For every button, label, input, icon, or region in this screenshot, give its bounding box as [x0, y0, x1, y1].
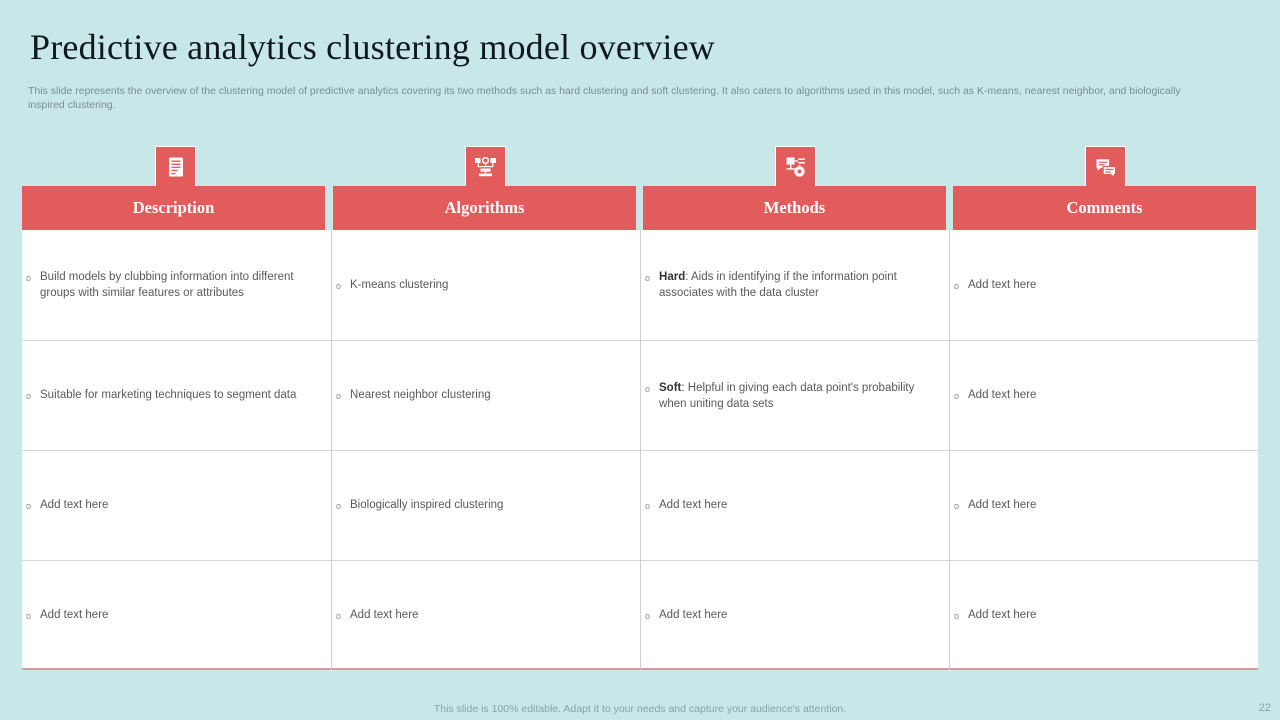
cell-text: Add text here: [40, 499, 109, 511]
cell-methods[interactable]: o Add text here: [640, 561, 949, 670]
cell-algorithms[interactable]: o Nearest neighbor clustering: [331, 341, 640, 450]
bullet-icon: o: [336, 611, 342, 621]
table-row: o Add text here o Biologically inspired …: [22, 450, 1258, 560]
cell-description[interactable]: o Suitable for marketing techniques to s…: [22, 341, 331, 450]
cell-comments[interactable]: o Add text here: [949, 451, 1257, 560]
icon-badge-methods[interactable]: [775, 146, 816, 187]
column-icon-row: [0, 146, 1280, 188]
cell-lead-label: Hard: [659, 271, 686, 283]
cell-body-text: : Aids in identifying if the information…: [659, 271, 897, 299]
table-row: o Add text here o Add text here o Add te…: [22, 560, 1258, 670]
bullet-icon: o: [954, 501, 960, 511]
cell-description[interactable]: o Add text here: [22, 451, 331, 560]
cell-comments[interactable]: o Add text here: [949, 561, 1257, 670]
table-body: o Build models by clubbing information i…: [22, 230, 1258, 670]
table-header-row: Description Algorithms Methods Comments: [22, 186, 1258, 230]
bullet-icon: o: [336, 501, 342, 511]
bullet-icon: o: [26, 391, 32, 401]
cell-body-text: : Helpful in giving each data point's pr…: [659, 381, 915, 410]
page-number: 22: [1258, 702, 1271, 714]
cell-text: Add text here: [659, 609, 728, 621]
cell-text: Add text here: [350, 609, 419, 621]
cell-text: Nearest neighbor clustering: [350, 389, 491, 401]
bullet-icon: o: [336, 391, 342, 401]
cell-text: Add text here: [968, 389, 1037, 401]
table-row: o Suitable for marketing techniques to s…: [22, 340, 1258, 450]
slide-subtitle: This slide represents the overview of th…: [28, 85, 1181, 111]
cell-algorithms[interactable]: o Add text here: [331, 561, 640, 670]
page-title: Predictive analytics clustering model ov…: [30, 27, 715, 67]
bullet-icon: o: [645, 383, 651, 394]
icon-badge-description[interactable]: [155, 146, 196, 187]
cell-text: Hard: Aids in identifying if the informa…: [659, 269, 935, 301]
cell-description[interactable]: o Build models by clubbing information i…: [22, 230, 331, 340]
cell-text: Soft: Helpful in giving each data point'…: [659, 380, 935, 412]
bullet-icon: o: [954, 280, 960, 291]
column-header-comments[interactable]: Comments: [953, 186, 1256, 230]
cell-text: Biologically inspired clustering: [350, 499, 504, 511]
cell-text: Add text here: [659, 499, 728, 511]
cell-text: Add text here: [968, 278, 1037, 291]
cell-description[interactable]: o Add text here: [22, 561, 331, 670]
cell-methods[interactable]: o Soft: Helpful in giving each data poin…: [640, 341, 949, 450]
bullet-icon: o: [954, 611, 960, 621]
cell-lead-label: Soft: [659, 381, 682, 394]
comment-bubbles-icon: [1095, 157, 1117, 177]
footer-note: This slide is 100% editable. Adapt it to…: [433, 703, 847, 715]
network-nodes-icon: [474, 156, 497, 178]
column-header-description[interactable]: Description: [22, 186, 325, 230]
cell-text: Suitable for marketing techniques to seg…: [40, 389, 297, 401]
document-list-icon: [166, 156, 186, 178]
cell-comments[interactable]: o Add text here: [949, 230, 1257, 340]
bullet-icon: o: [954, 391, 960, 401]
cell-algorithms[interactable]: o K-means clustering: [331, 230, 640, 340]
cell-methods[interactable]: o Add text here: [640, 451, 949, 560]
bullet-icon: o: [26, 611, 32, 621]
cell-algorithms[interactable]: o Biologically inspired clustering: [331, 451, 640, 560]
bullet-icon: o: [645, 611, 651, 621]
cell-text: Add text here: [40, 609, 109, 621]
bullet-icon: o: [26, 501, 32, 511]
bullet-icon: o: [645, 273, 651, 283]
cell-text: K-means clustering: [350, 278, 449, 291]
bullet-icon: o: [645, 501, 651, 511]
cell-text: Add text here: [968, 609, 1037, 621]
column-header-algorithms[interactable]: Algorithms: [333, 186, 636, 230]
cell-comments[interactable]: o Add text here: [949, 341, 1257, 450]
bullet-icon: o: [26, 273, 32, 283]
icon-badge-algorithms[interactable]: [465, 146, 506, 187]
column-header-methods[interactable]: Methods: [643, 186, 946, 230]
flowchart-gear-icon: [785, 156, 807, 178]
bullet-icon: o: [336, 280, 342, 291]
cell-text: Add text here: [968, 499, 1037, 511]
icon-badge-comments[interactable]: [1085, 146, 1126, 187]
cell-text: Build models by clubbing information int…: [40, 271, 294, 299]
table-row: o Build models by clubbing information i…: [22, 230, 1258, 340]
cell-methods[interactable]: o Hard: Aids in identifying if the infor…: [640, 230, 949, 340]
